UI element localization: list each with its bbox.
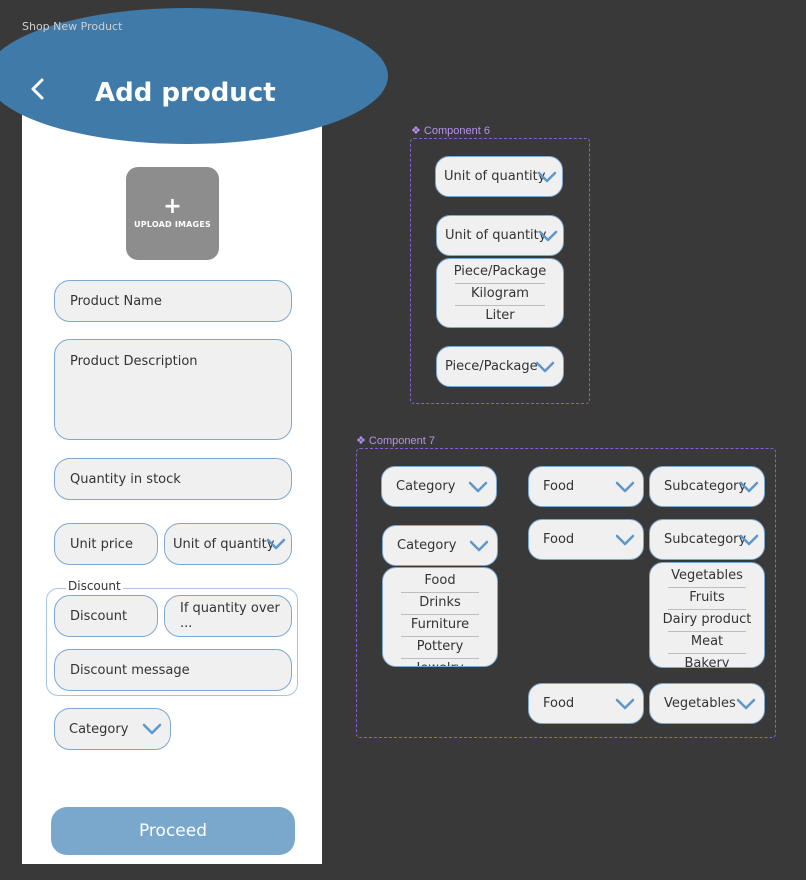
option-kilogram[interactable]: Kilogram (437, 283, 563, 305)
product-name-input[interactable]: Product Name (54, 280, 292, 322)
unit-of-quantity-dropdown-closed[interactable]: Unit of quantity (435, 156, 563, 197)
chevron-down-icon (468, 481, 488, 492)
option-meat[interactable]: Meat (650, 631, 764, 653)
quantity-over-input[interactable]: If quantity over ... (164, 595, 292, 637)
option-jewelry[interactable]: Jewelry (383, 658, 497, 666)
chevron-down-icon (615, 534, 635, 545)
header-background (0, 8, 388, 144)
component-6-label: ❖ Component 6 (411, 125, 490, 137)
option-vegetables[interactable]: Vegetables (671, 568, 743, 583)
option-pottery[interactable]: Pottery (383, 636, 497, 658)
discount-message-input[interactable]: Discount message (54, 649, 292, 691)
category-options-list: Food Drinks Furniture Pottery Jewelry (382, 567, 498, 667)
subcategory-dropdown-open[interactable]: Subcategory (649, 519, 765, 560)
option-bakery[interactable]: Bakery (650, 653, 764, 667)
option-dairy-product[interactable]: Dairy product (650, 609, 764, 631)
subcategory-dropdown-selected[interactable]: Vegetables (649, 683, 765, 724)
chevron-down-icon (142, 723, 162, 735)
option-furniture[interactable]: Furniture (383, 614, 497, 636)
upload-images-button[interactable]: + UPLOAD IMAGES (126, 167, 219, 260)
back-arrow-icon[interactable] (28, 74, 48, 104)
food-dropdown-3[interactable]: Food (528, 683, 644, 724)
component-7-label: ❖ Component 7 (356, 435, 435, 447)
chevron-down-icon (615, 698, 635, 709)
option-fruits[interactable]: Fruits (650, 587, 764, 609)
option-liter[interactable]: Liter (437, 305, 563, 327)
discount-fieldset (46, 588, 298, 696)
food-dropdown-1[interactable]: Food (528, 466, 644, 507)
chevron-down-icon (736, 698, 756, 709)
unit-options-list: Piece/Package Kilogram Liter (436, 258, 564, 328)
category-dropdown-open[interactable]: Category (382, 525, 498, 566)
subcategory-options-list: Vegetables Fruits Dairy product Meat Bak… (649, 562, 765, 668)
food-dropdown-2[interactable]: Food (528, 519, 644, 560)
chevron-down-icon (615, 481, 635, 492)
plus-icon: + (163, 194, 182, 219)
upload-images-label: UPLOAD IMAGES (134, 220, 211, 229)
chevron-down-icon (739, 534, 759, 545)
chevron-down-icon (538, 230, 558, 241)
component-6-frame (410, 138, 590, 404)
chevron-down-icon (469, 540, 489, 551)
unit-price-input[interactable]: Unit price (54, 523, 158, 565)
option-piece-package[interactable]: Piece/Package (453, 264, 547, 279)
unit-of-quantity-dropdown-selected[interactable]: Piece/Package (436, 346, 564, 387)
page-title: Add product (95, 78, 276, 108)
proceed-button[interactable]: Proceed (51, 807, 295, 855)
category-dropdown-closed[interactable]: Category (381, 466, 497, 507)
discount-legend: Discount (66, 579, 123, 593)
component-7-frame (356, 448, 776, 738)
subcategory-dropdown-1[interactable]: Subcategory (649, 466, 765, 507)
chevron-down-icon (535, 361, 555, 372)
chevron-down-icon (537, 171, 557, 182)
unit-of-quantity-dropdown-open[interactable]: Unit of quantity (436, 215, 564, 256)
frame-label: Shop New Product (22, 20, 123, 33)
option-drinks[interactable]: Drinks (383, 592, 497, 614)
unit-of-quantity-dropdown[interactable]: Unit of quantity (164, 523, 292, 565)
quantity-in-stock-input[interactable]: Quantity in stock (54, 458, 292, 500)
category-dropdown[interactable]: Category (54, 708, 171, 750)
option-food[interactable]: Food (424, 573, 456, 588)
product-description-textarea[interactable]: Product Description (54, 339, 292, 440)
discount-input[interactable]: Discount (54, 595, 158, 637)
chevron-down-icon (739, 481, 759, 492)
chevron-down-icon (266, 538, 286, 550)
